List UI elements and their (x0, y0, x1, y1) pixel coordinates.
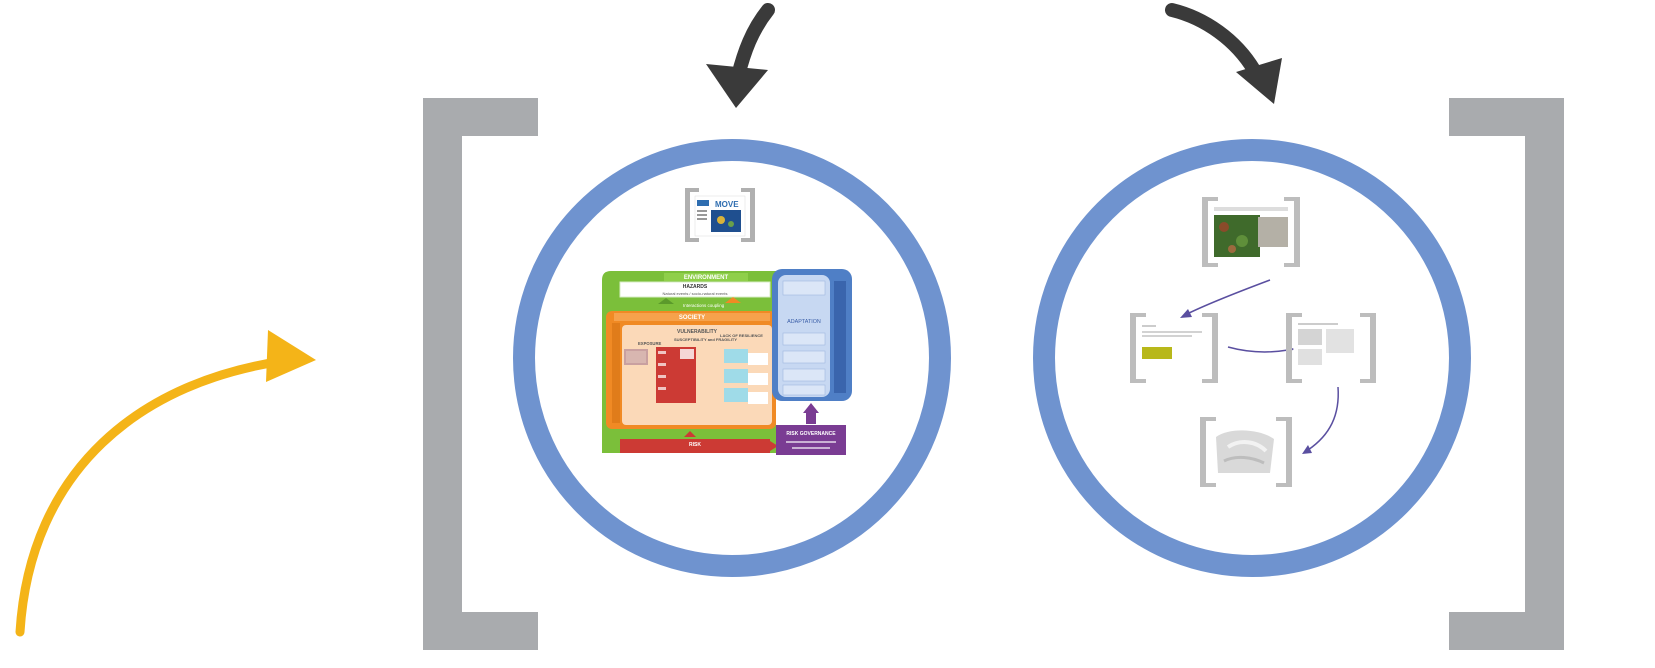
hazards-sub: Natural events / socio-natural events (663, 291, 728, 296)
curved-arrow-left-icon (706, 3, 775, 108)
society-label: SOCIETY (679, 315, 705, 321)
risk-bar (620, 439, 770, 453)
risk-governance-box (776, 425, 846, 455)
link-arrow-2 (1227, 346, 1289, 353)
susceptibility-label: SUSCEPTIBILITY and FRAGILITY (674, 337, 737, 342)
yellow-curved-arrow-icon (15, 330, 316, 637)
hazards-label: HAZARDS (683, 284, 708, 290)
link-arrow-1 (1184, 279, 1271, 316)
hazards-box (619, 281, 771, 298)
right-bracket (1449, 98, 1564, 650)
interactions-label: Interactions coupling (683, 303, 725, 308)
thumbnail-right (1286, 313, 1376, 383)
thumbnail-left (1130, 313, 1218, 383)
vulnerability-label: VULNERABILITY (677, 329, 718, 335)
link-arrow-3 (1307, 386, 1339, 451)
lack-resilience-label: LACK OF RESILIENCE (720, 333, 763, 338)
left-bracket (423, 98, 538, 650)
left-frame-content[interactable]: MOVE ENVIRONMENT HAZARDS Natural events … (580, 185, 880, 475)
right-frame-content[interactable] (1110, 195, 1400, 495)
left-ring (513, 139, 951, 577)
risk-governance-label: RISK GOVERNANCE (786, 431, 836, 437)
risk-label: RISK (689, 442, 701, 448)
exposure-label: EXPOSURE (638, 341, 661, 346)
curved-arrow-right-icon (1165, 3, 1282, 104)
thumbnail-top (1202, 197, 1300, 267)
adaptation-label: ADAPTATION (787, 319, 821, 325)
move-logo-text: MOVE (715, 200, 739, 209)
environment-label: ENVIRONMENT (684, 275, 729, 281)
thumbnail-bottom (1200, 417, 1292, 487)
thumbnail-move: MOVE (685, 188, 755, 242)
right-ring (1033, 139, 1471, 577)
